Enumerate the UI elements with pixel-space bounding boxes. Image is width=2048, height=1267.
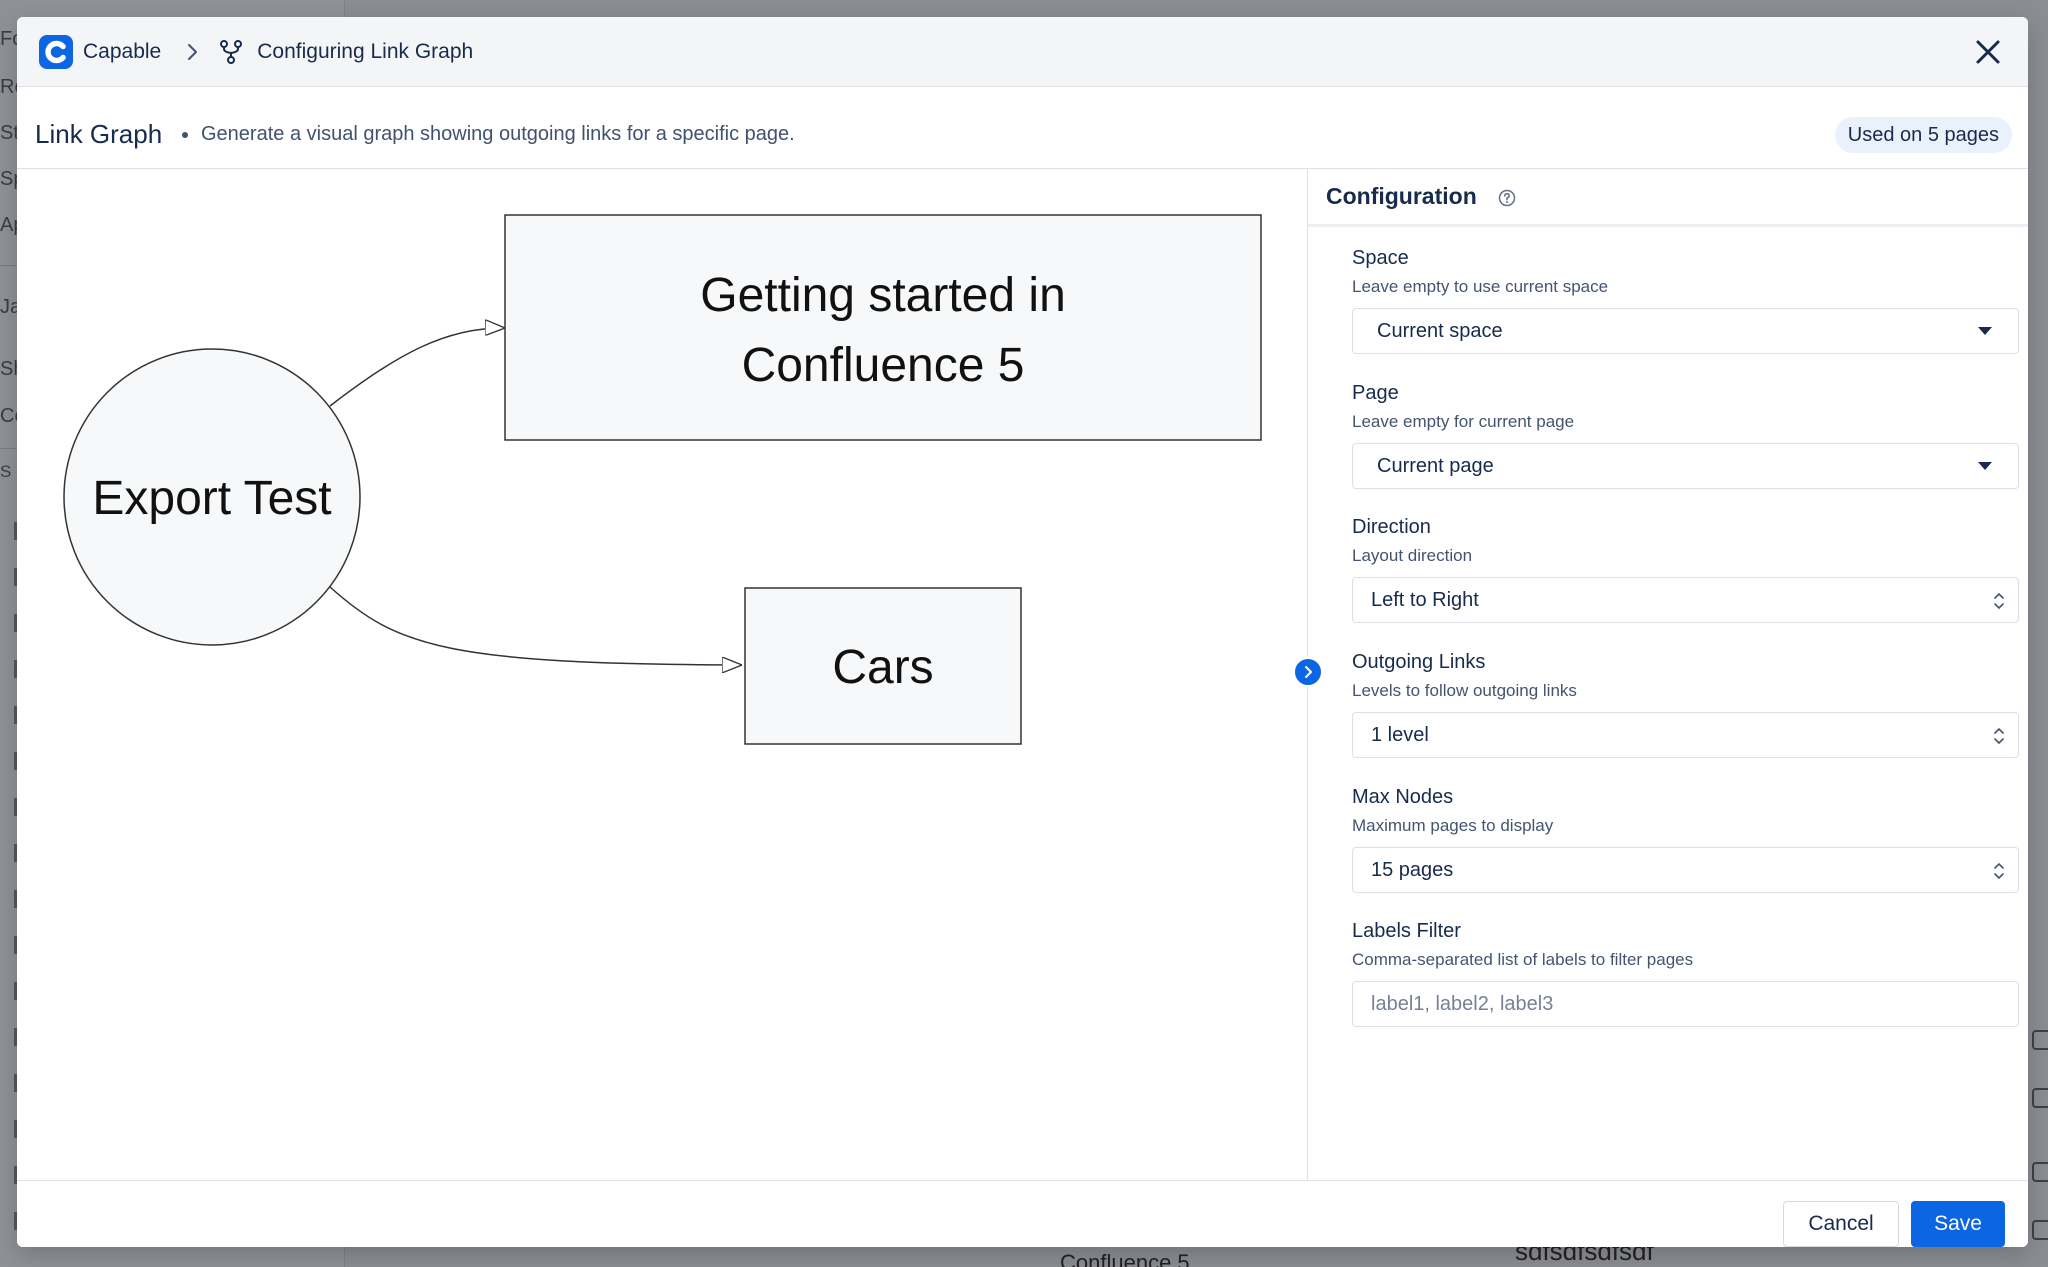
background-tree-marker: [14, 522, 17, 540]
background-tree-marker: [14, 660, 17, 678]
select-value: Current page: [1377, 455, 1494, 477]
max-nodes-field: Max Nodes Maximum pages to display 15 pa…: [1352, 786, 2020, 893]
chevron-right-icon: [1305, 666, 1312, 678]
field-help: Maximum pages to display: [1352, 816, 1554, 835]
field-help: Levels to follow outgoing links: [1352, 681, 1577, 700]
field-label: Outgoing Links: [1352, 651, 1486, 673]
macro-description: Generate a visual graph showing outgoing…: [201, 123, 795, 145]
field-label: Page: [1352, 382, 1399, 404]
background-sidebar-item: St: [0, 122, 19, 144]
field-label: Space: [1352, 247, 1409, 269]
background-sidebar-item: S: [0, 462, 12, 481]
direction-select[interactable]: Left to Right: [1352, 577, 2019, 623]
background-tree-marker: [14, 1028, 17, 1046]
graph-node-target[interactable]: Getting started in Confluence 5: [504, 214, 1262, 441]
background-tree-marker: [14, 1212, 17, 1230]
graph-node-label: Confluence 5: [742, 339, 1025, 392]
graph-canvas: Export Test Getting started in Confluenc…: [63, 214, 1262, 745]
configuration-header: Configuration: [1308, 169, 2028, 227]
page-field: Page Leave empty for current page Curren…: [1352, 382, 2020, 489]
background-tree-marker: [14, 936, 17, 954]
cancel-button[interactable]: Cancel: [1783, 1201, 1899, 1247]
modal-header: Capable Configuring Link Graph: [17, 17, 2028, 87]
outgoing-links-field: Outgoing Links Levels to follow outgoing…: [1352, 651, 2020, 758]
field-help: Leave empty for current page: [1352, 412, 1575, 431]
breadcrumb: Capable Configuring Link Graph: [39, 35, 473, 69]
outgoing-links-select[interactable]: 1 level: [1352, 712, 2019, 758]
background-panel-icon: [2032, 1220, 2048, 1240]
select-value: 15 pages: [1371, 859, 1454, 881]
configuration-title: Configuration: [1326, 183, 1477, 209]
caret-down-icon: [1978, 462, 1992, 470]
macro-title: Link Graph: [35, 119, 163, 149]
background-tree-marker: [14, 844, 17, 862]
max-nodes-select[interactable]: 15 pages: [1352, 847, 2019, 893]
field-help: Layout direction: [1352, 546, 1473, 565]
up-down-chevron-icon: [1994, 593, 2004, 609]
graph-node-label: Export Test: [92, 472, 331, 525]
graph-node-target[interactable]: Cars: [744, 587, 1022, 745]
background-info-icon: [2032, 1088, 2048, 1108]
select-value: 1 level: [1371, 724, 1429, 746]
background-tree-marker: [14, 614, 17, 632]
direction-field: Direction Layout direction Left to Right: [1352, 516, 2020, 623]
graph-preview: Export Test Getting started in Confluenc…: [17, 169, 1307, 1180]
help-icon[interactable]: [1498, 189, 1516, 207]
modal-footer: Cancel Save: [17, 1180, 2028, 1247]
background-tree-marker: [14, 890, 17, 908]
up-down-chevron-icon: [1994, 728, 2004, 744]
background-tree-marker: [14, 798, 17, 816]
field-label: Max Nodes: [1352, 786, 1454, 808]
capable-logo-icon: [39, 35, 73, 69]
graph-edge: [329, 328, 505, 407]
configuration-panel: Configuration Space Leave empty to use c…: [1293, 169, 2028, 1180]
page-select[interactable]: Current page: [1352, 443, 2019, 489]
field-label: Direction: [1352, 516, 1431, 538]
background-support-icon: [2032, 1162, 2048, 1182]
space-field: Space Leave empty to use current space C…: [1352, 247, 2020, 354]
select-value: Left to Right: [1371, 589, 1479, 611]
usage-badge[interactable]: Used on 5 pages: [1834, 117, 2012, 153]
labels-filter-field: Labels Filter Comma-separated list of la…: [1352, 920, 2020, 1027]
chevron-right-icon: [188, 44, 198, 60]
labels-filter-input-wrapper: [1352, 981, 2019, 1027]
macro-info-bar: Link Graph Generate a visual graph showi…: [17, 87, 2028, 169]
separator-dot: [182, 132, 188, 138]
save-button[interactable]: Save: [1911, 1201, 2005, 1247]
graph-node-label: Getting started in: [700, 269, 1066, 322]
space-select[interactable]: Current space: [1352, 308, 2019, 354]
graph-node-root[interactable]: Export Test: [63, 348, 361, 646]
graph-edge: [329, 586, 742, 665]
close-icon: [1976, 40, 2000, 64]
link-graph-modal: Capable Configuring Link Graph Link Grap…: [17, 17, 2028, 1247]
select-value: Current space: [1377, 320, 1503, 342]
caret-down-icon: [1978, 327, 1992, 335]
background-comment-icon: [2032, 1030, 2048, 1050]
background-tree-marker: [14, 1120, 17, 1138]
field-help: Leave empty to use current space: [1352, 277, 1609, 296]
collapse-panel-button[interactable]: [1293, 657, 1323, 687]
close-button[interactable]: [1970, 34, 2006, 70]
background-tree-marker: [14, 982, 17, 1000]
field-label: Labels Filter: [1352, 920, 1461, 942]
labels-filter-input[interactable]: [1353, 982, 2018, 1026]
breadcrumb-app-link[interactable]: Capable: [83, 40, 162, 63]
background-tree-marker: [14, 752, 17, 770]
up-down-chevron-icon: [1994, 863, 2004, 879]
background-sidebar-item: Ja: [0, 296, 22, 318]
link-graph-icon: [220, 40, 243, 64]
background-tree-marker: [14, 1166, 17, 1184]
graph-node-label: Cars: [832, 641, 933, 694]
background-tree-marker: [14, 568, 17, 586]
breadcrumb-current-page: Configuring Link Graph: [257, 40, 474, 63]
background-graph-text: Confluence 5: [1060, 1250, 1190, 1267]
field-help: Comma-separated list of labels to filter…: [1352, 950, 1694, 969]
background-tree-marker: [14, 706, 17, 724]
background-tree-marker: [14, 1074, 17, 1092]
